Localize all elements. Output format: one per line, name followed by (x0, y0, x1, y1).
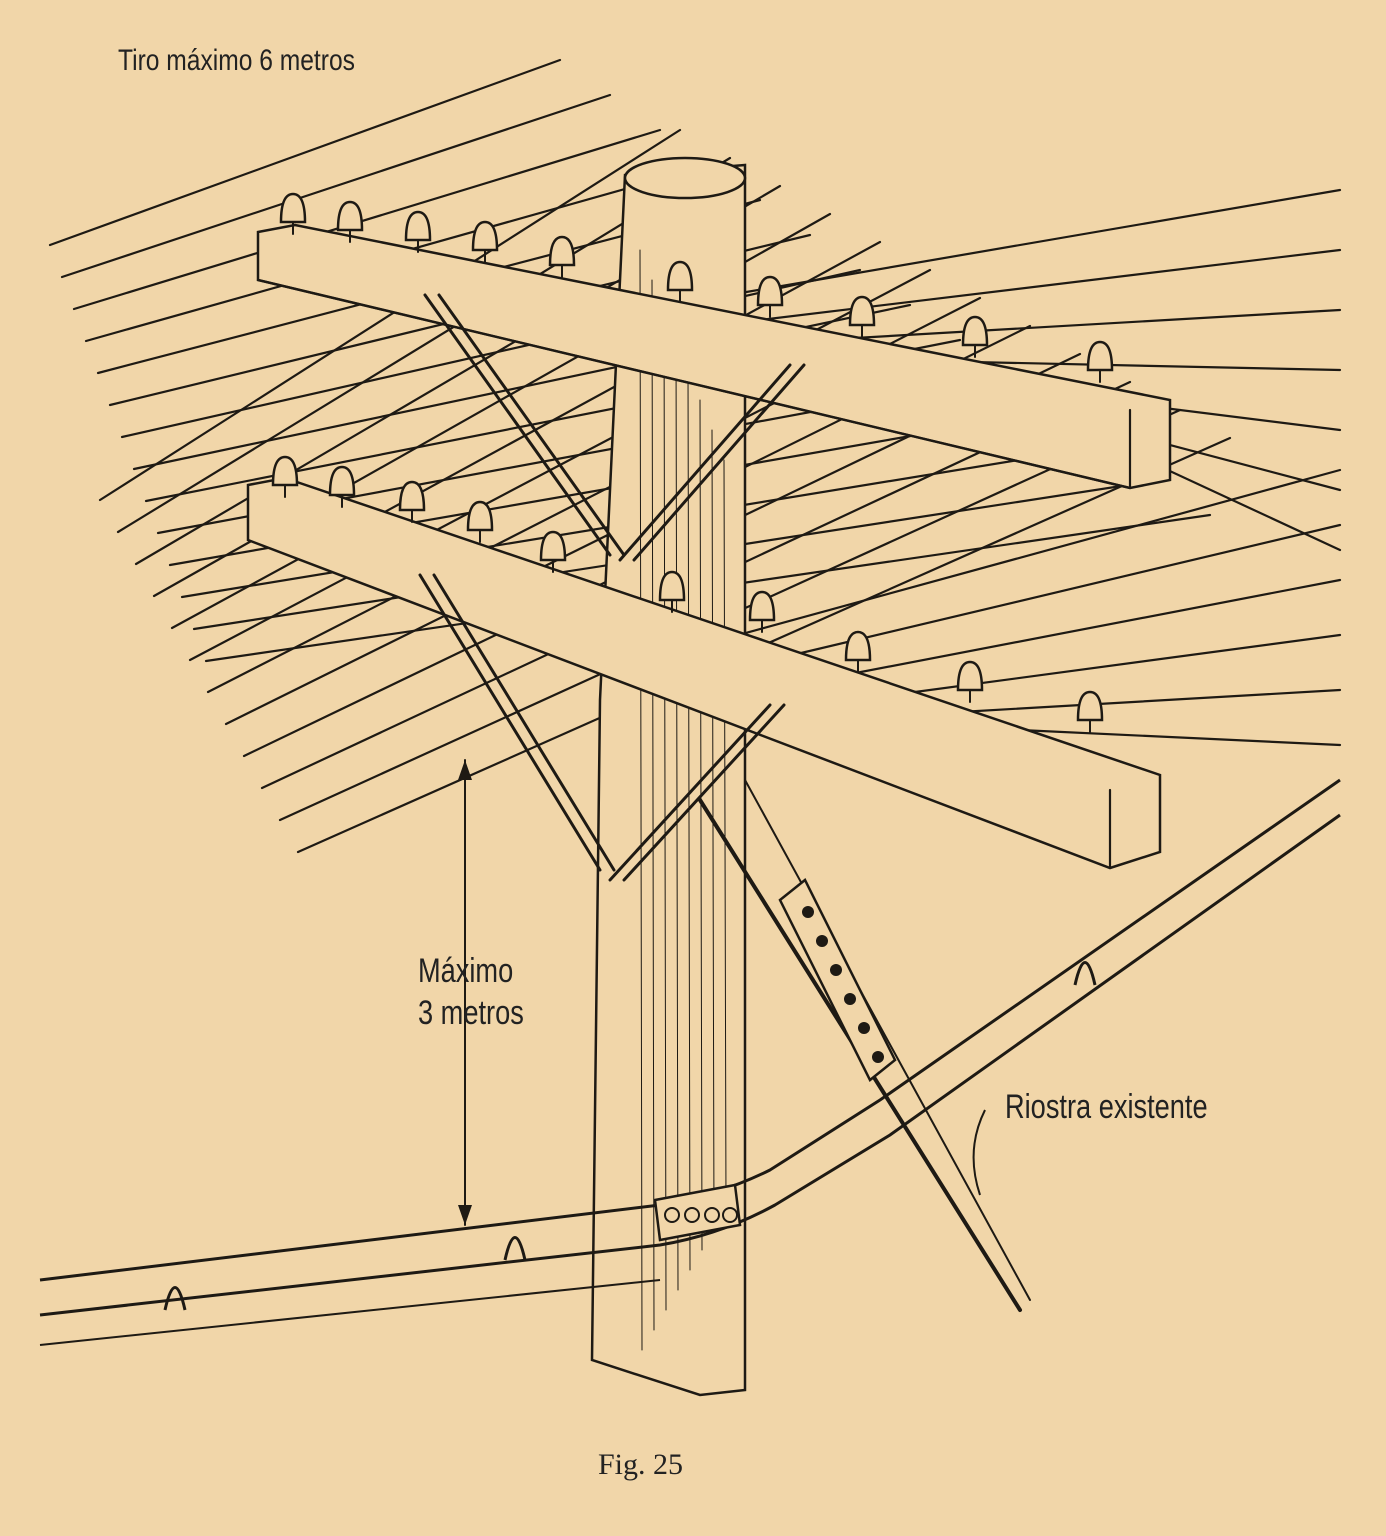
insulator (756, 275, 784, 307)
cable-hanger (1073, 961, 1097, 986)
guy-clamp (778, 878, 897, 1082)
brace (618, 363, 792, 562)
insulator (844, 630, 872, 662)
wire-right-upper (698, 188, 1342, 302)
insulator (404, 210, 432, 242)
arrow-down-icon (458, 1205, 472, 1225)
pole (590, 163, 747, 1397)
crossarm-edge (256, 278, 1132, 490)
clamp-bolt (664, 1207, 680, 1223)
pole-grain (687, 369, 691, 1271)
clamp-bolt (722, 1207, 738, 1223)
insulator (666, 260, 694, 292)
insulator (279, 192, 307, 224)
insulator (398, 480, 426, 512)
brace (608, 703, 772, 882)
wire-right-lower (958, 688, 1342, 714)
insulator (961, 315, 989, 347)
clamp-bolt (704, 1207, 720, 1223)
insulator (956, 660, 984, 692)
label-existing-guy: Riostra existente (1005, 1088, 1208, 1126)
brace (432, 573, 616, 872)
clamp-bolt (872, 1051, 884, 1063)
insulator (748, 590, 776, 622)
label-max-height: Máximo 3 metros (418, 950, 524, 1034)
pole-grain (675, 339, 679, 1291)
wire-right-lower (1018, 728, 1342, 747)
clamp-bolt (816, 935, 828, 947)
cable-hanger (163, 1286, 187, 1311)
clamp-bolt (830, 964, 842, 976)
clamp-bolt (844, 993, 856, 1005)
aerial-cable-lower (39, 1279, 661, 1346)
clamp-bolt (684, 1207, 700, 1223)
insulator (658, 570, 686, 602)
brace (418, 573, 602, 872)
wire-left-upper (48, 58, 562, 247)
insulator (466, 500, 494, 532)
insulator (548, 235, 576, 267)
wire-right-lower (718, 468, 1342, 642)
pole-grain (639, 249, 643, 1351)
clamp-bolt (858, 1022, 870, 1034)
insulator (1076, 690, 1104, 722)
pole-top (623, 156, 747, 200)
cable-hanger (503, 1236, 527, 1261)
pole-grain (663, 309, 667, 1311)
brace (437, 293, 626, 557)
insulator (328, 465, 356, 497)
insulator (539, 530, 567, 562)
pole-grain (711, 429, 715, 1231)
brace (632, 363, 806, 562)
brace (423, 293, 612, 557)
insulator (1086, 340, 1114, 372)
wire-left-lower (98, 128, 682, 502)
label-max-height-line1: Máximo (418, 952, 514, 990)
brace (622, 703, 786, 882)
wire-right-upper (818, 308, 1342, 342)
arrow-up-icon (458, 760, 472, 780)
wire-right-lower (838, 578, 1342, 678)
pole-grain (699, 399, 703, 1251)
label-max-height-line2: 3 metros (418, 994, 524, 1032)
label-max-pull: Tiro máximo 6 metros (118, 44, 355, 77)
wire-left-upper (60, 93, 612, 279)
figure-caption: Fig. 25 (598, 1448, 684, 1481)
clamp-bolt (802, 906, 814, 918)
insulator (471, 220, 499, 252)
wire-left-upper (72, 128, 662, 311)
insulator (848, 295, 876, 327)
insulator (271, 455, 299, 487)
wire-right-lower (778, 523, 1342, 660)
pole-grain (651, 279, 655, 1331)
pole-grain (723, 459, 727, 1211)
label-leader (972, 1109, 986, 1196)
existing-guy-wire (744, 779, 1031, 1301)
insulator (336, 200, 364, 232)
